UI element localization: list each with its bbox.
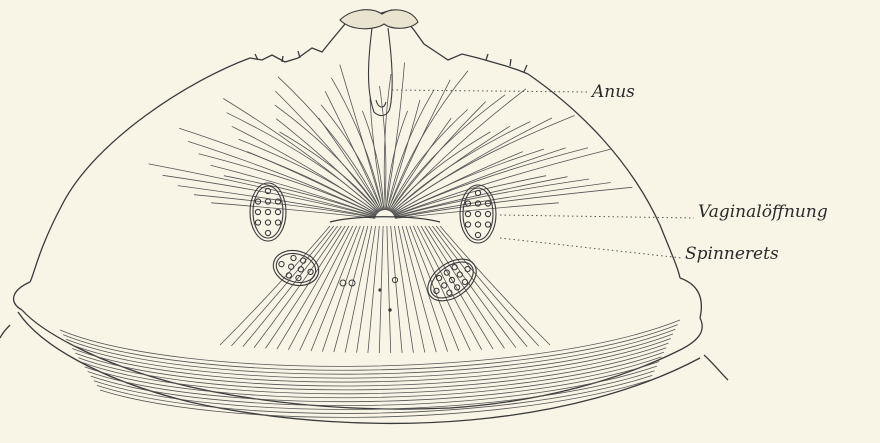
radial-line xyxy=(388,80,450,211)
radial-line xyxy=(254,226,341,348)
radial-line xyxy=(340,65,383,211)
radial-line xyxy=(231,226,333,346)
cushion-stripe xyxy=(72,338,670,382)
radial-line xyxy=(395,187,633,218)
radial-line xyxy=(163,175,376,217)
radial-line xyxy=(334,226,368,352)
radial-line xyxy=(440,226,550,345)
cushion-stripe xyxy=(75,343,668,386)
radial-line xyxy=(220,226,330,345)
cushion-band-lines xyxy=(60,320,680,417)
radial-line xyxy=(277,226,349,349)
radial-line xyxy=(395,226,414,353)
cushion-stripe xyxy=(66,329,675,374)
cushion-stripe xyxy=(97,375,652,413)
anus-structure xyxy=(340,10,418,116)
radial-line xyxy=(394,149,611,215)
radial-line xyxy=(436,226,538,346)
spinneret xyxy=(250,183,286,241)
radial-line xyxy=(319,118,381,211)
radial-line xyxy=(243,226,338,347)
radial-line xyxy=(325,91,382,210)
label-anus: Anus xyxy=(592,82,635,102)
radial-line xyxy=(345,226,372,352)
radial-line xyxy=(275,91,380,211)
radial-line xyxy=(389,118,451,211)
radial-line xyxy=(391,226,402,353)
label-spinnerets: Spinnerets xyxy=(685,244,779,264)
radial-line xyxy=(387,90,434,211)
central-plate xyxy=(330,217,440,222)
radial-line xyxy=(421,226,493,349)
cushion-stripe xyxy=(78,348,666,390)
radial-line xyxy=(398,226,425,352)
radial-line xyxy=(391,89,526,212)
radial-line xyxy=(387,226,391,353)
cushion-stripe xyxy=(94,371,655,410)
cushion-stripe xyxy=(63,325,678,371)
cushion-stripe xyxy=(69,334,673,378)
spinneret xyxy=(269,246,322,291)
spinneret xyxy=(460,185,496,243)
radial-line xyxy=(368,226,379,353)
radial-line xyxy=(211,165,377,215)
radial-line xyxy=(357,226,376,353)
radial-line xyxy=(276,119,379,212)
radial-line xyxy=(266,226,346,348)
label-vaginal-opening: Vaginalöffnung xyxy=(698,202,828,222)
